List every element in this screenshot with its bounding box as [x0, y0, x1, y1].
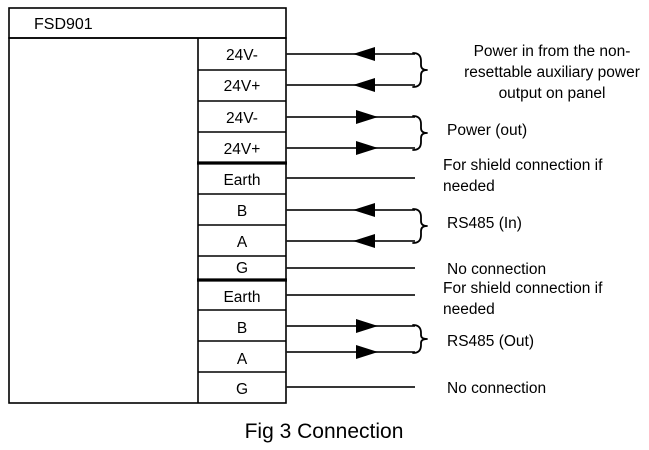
arrow-left-icon	[353, 78, 375, 92]
annotation-power-out: Power (out)	[447, 122, 527, 139]
arrow-right-icon	[356, 141, 378, 155]
terminal-label-t11: A	[237, 351, 248, 368]
lead-line-t1	[286, 47, 415, 61]
annotation-line: For shield connection if	[443, 280, 603, 297]
annotation-shield-out: For shield connection if needed	[443, 280, 603, 318]
device-name-label: FSD901	[34, 16, 93, 33]
terminal-label-t2: 24V+	[224, 78, 261, 95]
terminal-label-t7: A	[237, 234, 248, 251]
annotation-shield-in: For shield connection if needed	[443, 157, 603, 195]
terminal-label-t8: G	[236, 260, 248, 277]
annotation-power-in: Power in from the non- resettable auxili…	[464, 43, 640, 102]
arrow-left-icon	[353, 203, 375, 217]
lead-line-t10	[286, 319, 415, 333]
terminal-label-t6: B	[237, 203, 247, 220]
annotation-nc-in: No connection	[447, 261, 546, 278]
annotation-rs485-out: RS485 (Out)	[447, 333, 534, 350]
device-body-box	[8, 37, 287, 404]
annotation-line: needed	[443, 301, 495, 318]
figure-caption: Fig 3 Connection	[245, 420, 404, 443]
terminal-block: 24V- 24V+ 24V- 24V+ Earth B A G Earth B …	[197, 47, 287, 398]
lead-line-t2	[286, 78, 415, 92]
annotation-line: No connection	[447, 380, 546, 397]
annotation-line: RS485 (In)	[447, 215, 522, 232]
lead-line-t7	[286, 234, 415, 248]
arrow-right-icon	[356, 319, 378, 333]
terminal-label-t10: B	[237, 320, 247, 337]
brace-rs485-in	[412, 208, 428, 244]
lead-line-t11	[286, 345, 415, 359]
arrow-right-icon	[356, 345, 378, 359]
annotation-line: output on panel	[499, 85, 606, 102]
annotation-line: For shield connection if	[443, 157, 603, 174]
brace-power-out	[412, 115, 428, 151]
arrow-left-icon	[353, 47, 375, 61]
terminal-label-t3: 24V-	[226, 110, 258, 127]
device-enclosure	[8, 7, 287, 404]
annotation-line: RS485 (Out)	[447, 333, 534, 350]
annotation-line: No connection	[447, 261, 546, 278]
annotation-line: resettable auxiliary power	[464, 64, 640, 81]
terminal-label-t12: G	[236, 381, 248, 398]
annotation-line: needed	[443, 178, 495, 195]
brace-rs485-out	[412, 324, 428, 354]
lead-line-t6	[286, 203, 415, 217]
arrow-left-icon	[353, 234, 375, 248]
brace-power-in	[412, 52, 428, 88]
annotation-line: Power (out)	[447, 122, 527, 139]
annotation-line: Power in from the non-	[474, 43, 631, 60]
annotation-nc-out: No connection	[447, 380, 546, 397]
terminal-label-t5: Earth	[223, 172, 260, 189]
lead-line-t4	[286, 141, 415, 155]
terminal-label-t1: 24V-	[226, 47, 258, 64]
lead-line-t3	[286, 110, 415, 124]
arrow-right-icon	[356, 110, 378, 124]
annotation-rs485-in: RS485 (In)	[447, 215, 522, 232]
terminal-label-t9: Earth	[223, 289, 260, 306]
terminal-label-t4: 24V+	[224, 141, 261, 158]
